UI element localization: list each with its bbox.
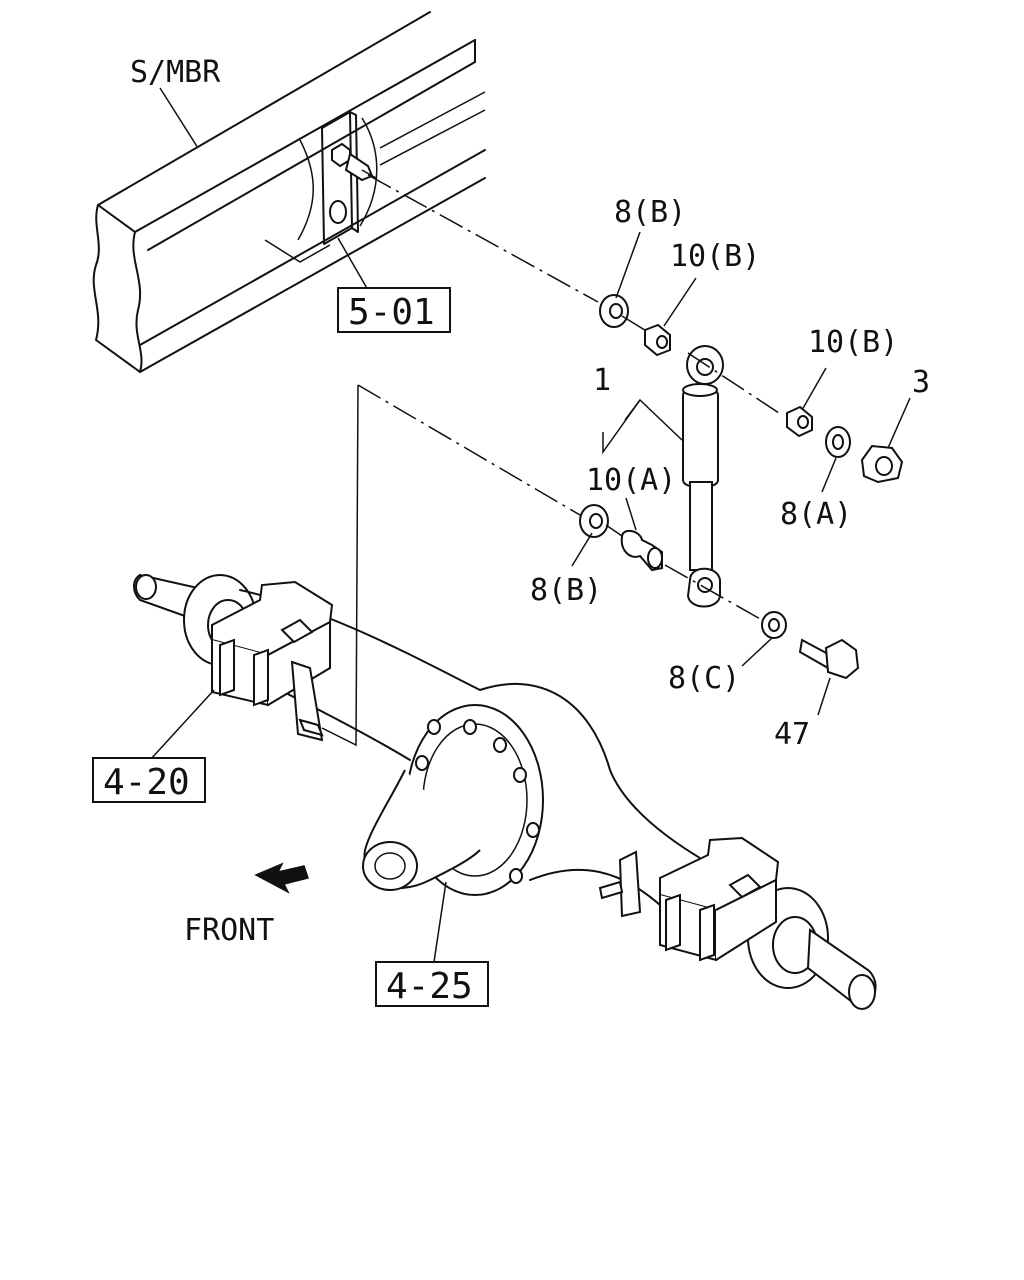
- ref-box-4-25[interactable]: 4-25: [375, 961, 489, 1007]
- crossmember-bracket: [297, 111, 378, 245]
- washer-8b-lower: [579, 504, 609, 538]
- spring-seat-right: [598, 836, 780, 962]
- bushing-10b-left: [644, 323, 671, 357]
- leader-lines: [149, 87, 911, 963]
- label-part-10a: 10(A): [586, 463, 676, 498]
- label-front: FRONT: [184, 913, 274, 948]
- ref-label-4-25: 4-25: [386, 966, 473, 1007]
- ref-box-5-01[interactable]: 5-01: [337, 287, 451, 333]
- ref-label-4-20: 4-20: [103, 762, 190, 803]
- label-part-8b-bottom: 8(B): [530, 573, 602, 608]
- label-part-8c: 8(C): [668, 661, 740, 696]
- ref-label-5-01: 5-01: [348, 292, 435, 333]
- label-part-8a: 8(A): [780, 497, 852, 532]
- label-part-47: 47: [774, 717, 810, 752]
- spring-seat-left: [211, 580, 334, 742]
- washer-8b-upper: [599, 294, 629, 328]
- label-part-10b-right: 10(B): [808, 325, 898, 360]
- label-part-8b-top: 8(B): [614, 195, 686, 230]
- bolt-47: [798, 638, 860, 680]
- nut-3: [860, 444, 904, 484]
- label-part-3: 3: [912, 365, 930, 400]
- bushing-10a: [620, 529, 663, 572]
- ref-box-4-20[interactable]: 4-20: [92, 757, 206, 803]
- shock-absorber: [682, 345, 724, 608]
- label-part-10b-left: 10(B): [670, 239, 760, 274]
- bushing-10b-right: [786, 405, 813, 438]
- frame-side-member: [92, 11, 486, 373]
- center-lines: [321, 174, 783, 747]
- label-frame-member: S/MBR: [130, 55, 221, 90]
- front-direction-arrow-icon: [254, 862, 309, 894]
- washer-8a: [825, 426, 851, 458]
- washer-8c: [761, 611, 787, 639]
- label-part-1: 1: [593, 363, 611, 398]
